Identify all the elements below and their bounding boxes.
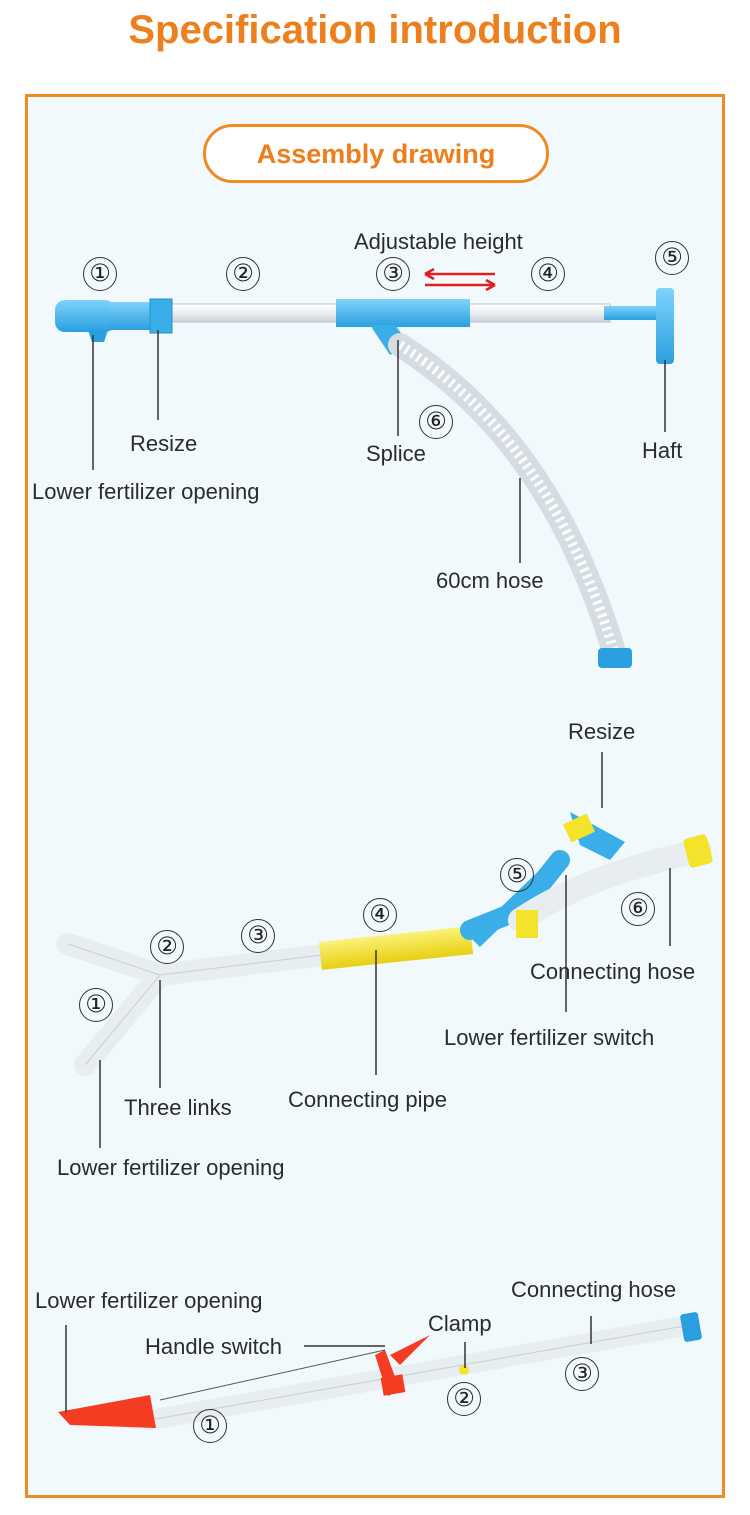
diagram2-number-4: ④ — [363, 898, 397, 932]
diagram2-label-lower-fertilizer-opening: Lower fertilizer opening — [57, 1155, 285, 1180]
diagram1-number-4: ④ — [531, 257, 565, 291]
diagram1-label-haft: Haft — [642, 438, 683, 463]
diagram1-number-3: ③ — [376, 257, 410, 291]
diagram1-label-resize: Resize — [130, 431, 198, 456]
diagram2-label-three-links: Three links — [124, 1095, 232, 1120]
diagram2-drawing — [57, 752, 713, 1148]
diagram3-number-3: ③ — [565, 1357, 599, 1391]
diagram3-drawing — [58, 1312, 702, 1430]
page-title: Specification introduction — [128, 8, 622, 52]
diagram1-label-splice: Splice — [366, 441, 426, 466]
section-label-pill: Assembly drawing — [203, 124, 549, 183]
diagram3-number-2: ② — [447, 1382, 481, 1416]
diagram1-label-adjustable-height: Adjustable height — [354, 229, 523, 254]
diagram1-drawing — [55, 267, 674, 668]
diagram3-label-connecting-hose: Connecting hose — [511, 1277, 677, 1302]
diagram2-label-resize: Resize — [568, 719, 636, 744]
diagram2-number-5: ⑤ — [500, 858, 534, 892]
diagram3-label-handle-switch: Handle switch — [145, 1334, 282, 1359]
diagram1-number-6: ⑥ — [419, 405, 453, 439]
diagram1-number-2: ② — [226, 257, 260, 291]
diagram1-label-hose: 60cm hose — [436, 568, 544, 593]
diagram2-number-3: ③ — [241, 919, 275, 953]
diagram2-number-2: ② — [150, 930, 184, 964]
diagram3-label-lower-fertilizer-opening: Lower fertilizer opening — [35, 1288, 263, 1313]
diagram1-number-5: ⑤ — [655, 241, 689, 275]
diagram1-number-1: ① — [83, 257, 117, 291]
diagram2-label-lower-fertilizer-switch: Lower fertilizer switch — [444, 1025, 655, 1050]
diagram2-label-connecting-hose: Connecting hose — [530, 959, 696, 984]
diagram1-label-lower-fertilizer-opening: Lower fertilizer opening — [32, 479, 260, 504]
diagram2-number-6: ⑥ — [621, 892, 655, 926]
diagram3-label-clamp: Clamp — [428, 1311, 492, 1336]
diagram3-number-1: ① — [193, 1409, 227, 1443]
diagram2-label-connecting-pipe: Connecting pipe — [288, 1087, 448, 1112]
diagram2-number-1: ① — [79, 988, 113, 1022]
